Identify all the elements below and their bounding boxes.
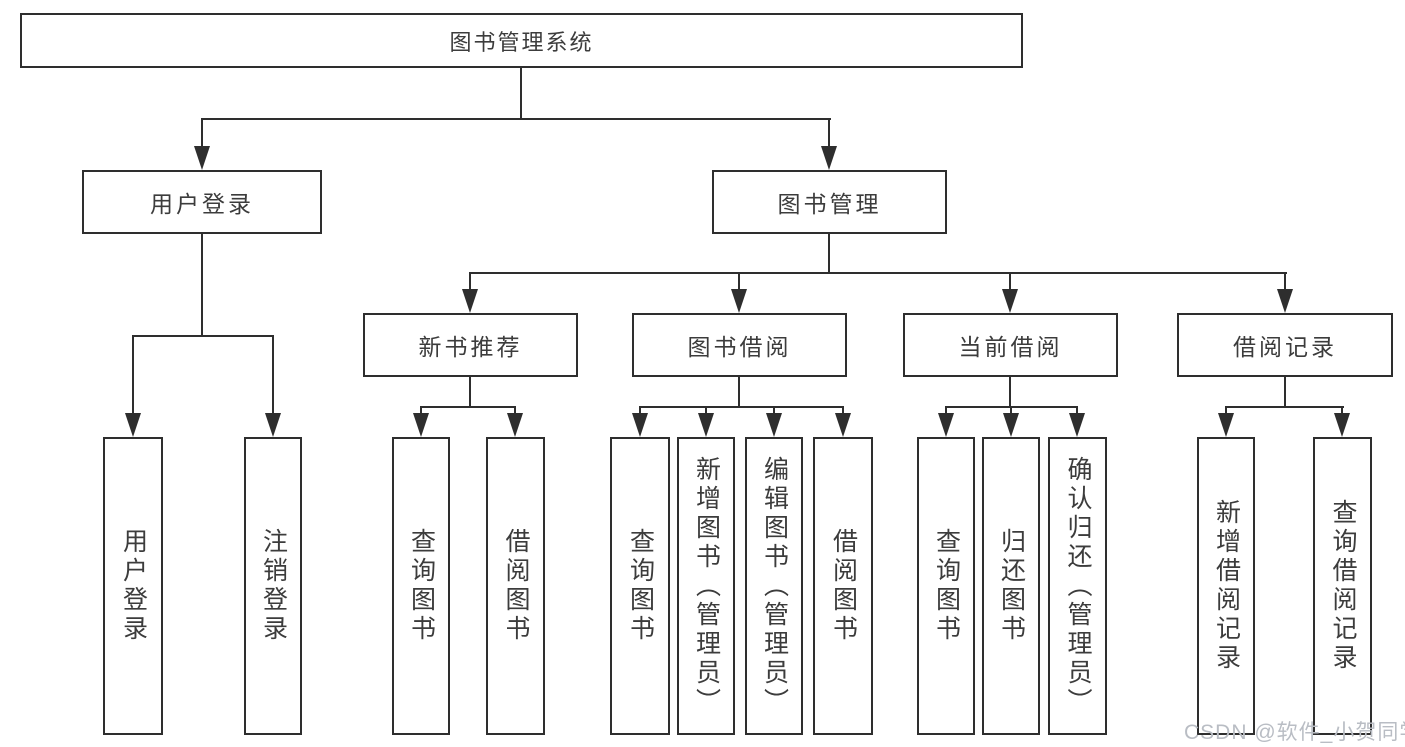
connector-line: [420, 406, 422, 416]
connector-line: [945, 406, 947, 416]
connector-line: [1225, 406, 1344, 408]
connector-line: [828, 234, 830, 274]
connector-line: [705, 406, 707, 416]
leaf-label: 查询借阅记录: [1329, 499, 1357, 673]
connector-line: [1284, 272, 1286, 291]
connector-line: [420, 406, 516, 408]
watermark: CSDN @软件_小贺同学: [1184, 721, 1405, 744]
node-root-label: 图书管理系统: [449, 29, 594, 55]
connector-line: [469, 272, 471, 291]
connector-line: [828, 118, 830, 150]
leaf-return-books: 归还图书: [982, 437, 1040, 735]
arrow-down-icon: [125, 413, 141, 437]
leaf-user-login: 用户登录: [103, 437, 163, 735]
connector-line: [1341, 406, 1343, 416]
node-root: 图书管理系统: [20, 13, 1023, 68]
connector-line: [1076, 406, 1078, 416]
arrow-down-icon: [821, 146, 837, 170]
connector-line: [520, 67, 522, 118]
leaf-label: 查询图书: [932, 528, 961, 644]
node-label: 借阅记录: [1233, 334, 1337, 360]
arrow-down-icon: [1334, 413, 1350, 437]
node-book-management: 图书管理: [712, 170, 947, 234]
leaf-borrow-books-recommend: 借阅图书: [486, 437, 545, 735]
leaf-logout: 注销登录: [244, 437, 302, 735]
connector-line: [738, 377, 740, 408]
arrow-down-icon: [507, 413, 523, 437]
arrow-down-icon: [462, 289, 478, 313]
connector-line: [272, 335, 274, 415]
connector-line: [1010, 406, 1012, 416]
node-user-login: 用户登录: [82, 170, 322, 234]
node-user-login-label: 用户登录: [150, 191, 254, 217]
arrow-down-icon: [766, 413, 782, 437]
arrow-down-icon: [194, 146, 210, 170]
leaf-edit-books-admin: 编辑图书（管理员）: [745, 437, 803, 735]
node-label: 图书借阅: [687, 334, 792, 360]
leaf-label: 注销登录: [259, 528, 288, 644]
connector-line: [773, 406, 775, 416]
leaf-label: 确认归还（管理员）: [1064, 455, 1092, 717]
connector-line: [639, 406, 641, 416]
connector-line: [469, 272, 1287, 274]
leaf-query-books-recommend: 查询图书: [392, 437, 450, 735]
leaf-confirm-return-admin: 确认归还（管理员）: [1048, 437, 1107, 735]
connector-line: [132, 335, 134, 415]
leaf-query-books-borrowing: 查询图书: [610, 437, 670, 735]
node-label: 当前借阅: [958, 334, 1063, 360]
arrow-down-icon: [1277, 289, 1293, 313]
connector-line: [1225, 406, 1227, 416]
arrow-down-icon: [938, 413, 954, 437]
leaf-label: 新增图书（管理员）: [692, 455, 721, 717]
leaf-label: 借阅图书: [502, 528, 530, 644]
connector-line: [201, 118, 831, 120]
leaf-label: 借阅图书: [829, 528, 858, 644]
node-current-borrowing: 当前借阅: [903, 313, 1118, 377]
node-book-borrowing: 图书借阅: [632, 313, 847, 377]
connector-line: [842, 406, 844, 416]
leaf-label: 编辑图书（管理员）: [760, 455, 789, 717]
connector-line: [469, 377, 471, 408]
node-book-management-label: 图书管理: [777, 191, 882, 217]
arrow-down-icon: [265, 413, 281, 437]
connector-line: [1009, 377, 1011, 408]
connector-line: [738, 272, 740, 291]
arrow-down-icon: [731, 289, 747, 313]
connector-line: [514, 406, 516, 416]
leaf-query-books-current: 查询图书: [917, 437, 975, 735]
arrow-down-icon: [835, 413, 851, 437]
arrow-down-icon: [1218, 413, 1234, 437]
connector-line: [1009, 272, 1011, 291]
leaf-label: 查询图书: [407, 528, 436, 644]
leaf-label: 用户登录: [119, 528, 148, 644]
arrow-down-icon: [698, 413, 714, 437]
leaf-add-borrow-record: 新增借阅记录: [1197, 437, 1255, 735]
arrow-down-icon: [413, 413, 429, 437]
node-borrowing-records: 借阅记录: [1177, 313, 1393, 377]
arrow-down-icon: [632, 413, 648, 437]
arrow-down-icon: [1002, 289, 1018, 313]
leaf-label: 归还图书: [997, 528, 1026, 644]
node-label: 新书推荐: [418, 334, 523, 360]
leaf-add-books-admin: 新增图书（管理员）: [677, 437, 735, 735]
leaf-query-borrow-record: 查询借阅记录: [1313, 437, 1372, 735]
connector-line: [201, 118, 203, 150]
arrow-down-icon: [1003, 413, 1019, 437]
arrow-down-icon: [1069, 413, 1085, 437]
node-new-book-recommendation: 新书推荐: [363, 313, 578, 377]
leaf-label: 新增借阅记录: [1212, 499, 1241, 673]
connector-line: [639, 406, 844, 408]
leaf-borrow-books: 借阅图书: [813, 437, 873, 735]
connector-line: [1284, 377, 1286, 408]
connector-line: [132, 335, 274, 337]
leaf-label: 查询图书: [626, 528, 655, 644]
connector-line: [201, 233, 203, 337]
